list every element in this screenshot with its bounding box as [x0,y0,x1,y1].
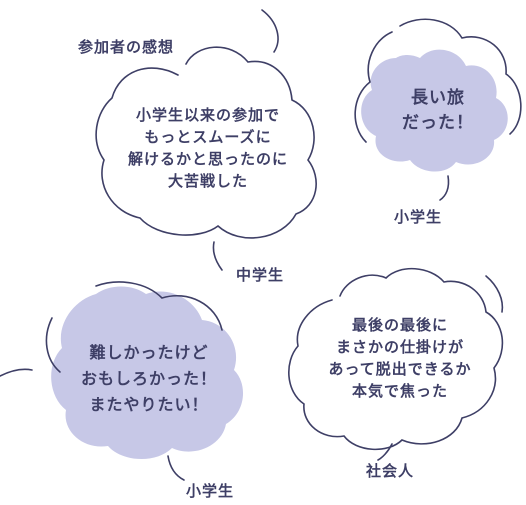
speaker-label-3: 小学生 [186,482,235,500]
page-title: 参加者の感想 [78,38,175,56]
comment-3-line-2: おもしろかった！ [80,369,217,388]
comment-1-line-3: 解けるかと思ったのに [128,150,289,168]
comment-text-2: 長い旅 だった！ [398,86,478,136]
comment-4-line-3: あって脱出できるか [328,360,472,378]
speech-bubble-4 [288,267,504,461]
comment-text-4: 最後の最後に まさかの仕掛けが あって脱出できるか 本気で焦った [322,314,478,402]
comment-1-line-4: 大苦戦した [167,172,248,190]
comment-2-line-2: だった！ [402,113,474,133]
speech-bubble-1 [95,9,317,271]
comment-text-1: 小学生以来の参加で もっとスムーズに 解けるかと思ったのに 大苦戦した [128,104,288,192]
speech-bubble-3 [0,281,244,481]
comment-3-line-1: 難しかったけど [89,343,209,362]
speaker-label-1: 中学生 [236,266,285,284]
comment-4-line-1: 最後の最後に [351,316,448,334]
comment-1-line-2: もっとスムーズに [144,128,272,146]
speaker-label-4: 社会人 [366,462,415,480]
comment-3-line-3: またやりたい！ [89,395,209,414]
comment-text-3: 難しかったけど おもしろかった！ またやりたい！ [74,340,224,418]
comment-4-line-4: 本気で焦った [351,382,448,400]
speech-bubble-2 [354,18,522,201]
comment-1-line-1: 小学生以来の参加で [135,106,280,124]
speaker-label-2: 小学生 [394,208,443,226]
comment-2-line-1: 長い旅 [411,88,465,108]
comment-4-line-2: まさかの仕掛けが [335,338,464,356]
